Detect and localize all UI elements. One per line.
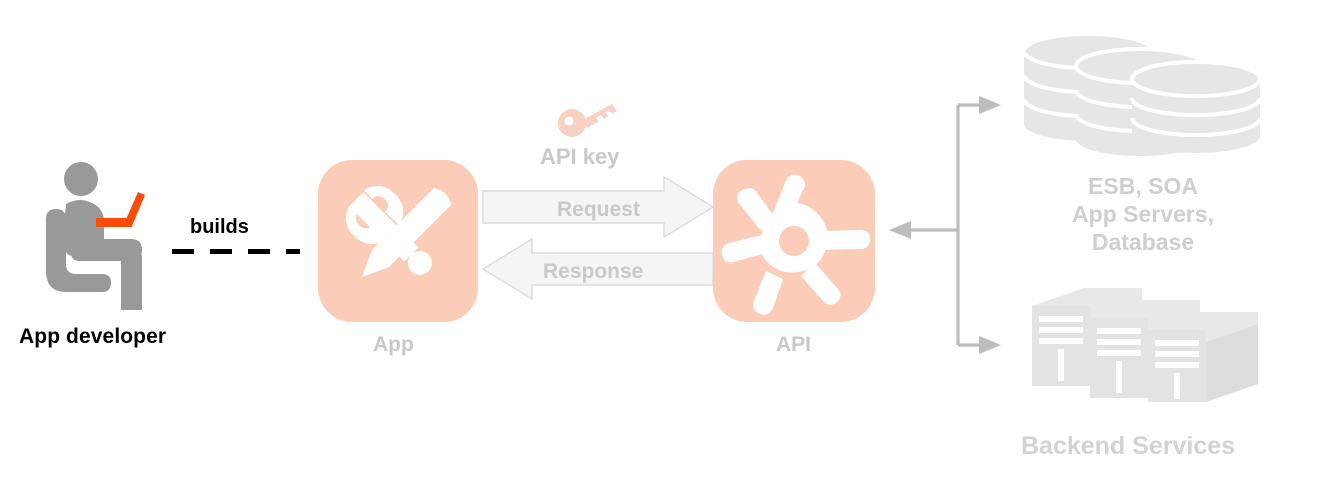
app-label: App: [373, 333, 414, 356]
esb-soa-line-2: App Servers,: [1072, 201, 1214, 227]
response-label: Response: [543, 260, 644, 283]
database-cylinders-icon: [1022, 32, 1262, 156]
api-label: API: [776, 333, 812, 356]
server-towers-icon: [1032, 288, 1258, 402]
right-block-arrow-icon: [482, 175, 715, 239]
app-developer-icon: [42, 160, 172, 310]
api-key-icon: [556, 101, 620, 139]
arrow-to-servers-head: [979, 336, 1001, 354]
left-block-arrow-icon: [481, 237, 714, 301]
wrench-and-pencil-icon: [345, 186, 452, 278]
api-star-icon: [721, 174, 870, 315]
api-tile[interactable]: [713, 160, 875, 322]
response-arrow: [481, 237, 714, 301]
key-icon: [558, 104, 617, 137]
seated-developer-with-laptop-icon: [46, 162, 145, 310]
request-arrow: [482, 175, 715, 239]
esb-soa-label: ESB, SOA App Servers, Database: [1040, 172, 1246, 256]
backend-connectors: [885, 90, 1015, 360]
arrow-to-api-head: [889, 221, 911, 239]
app-tile[interactable]: [318, 160, 478, 322]
request-label: Request: [557, 198, 640, 221]
app-developer-label: App developer: [19, 325, 167, 348]
esb-soa-line-1: ESB, SOA: [1088, 173, 1198, 199]
builds-label: builds: [190, 216, 249, 238]
builds-dashed-connector: [172, 249, 300, 254]
backend-services-label: Backend Services: [1021, 432, 1236, 460]
database-stack-icon: [1016, 32, 1264, 156]
arrow-to-databases-head: [979, 96, 1001, 114]
api-key-label: API key: [540, 144, 620, 169]
esb-soa-line-3: Database: [1091, 229, 1195, 255]
server-racks-icon: [1024, 286, 1264, 402]
